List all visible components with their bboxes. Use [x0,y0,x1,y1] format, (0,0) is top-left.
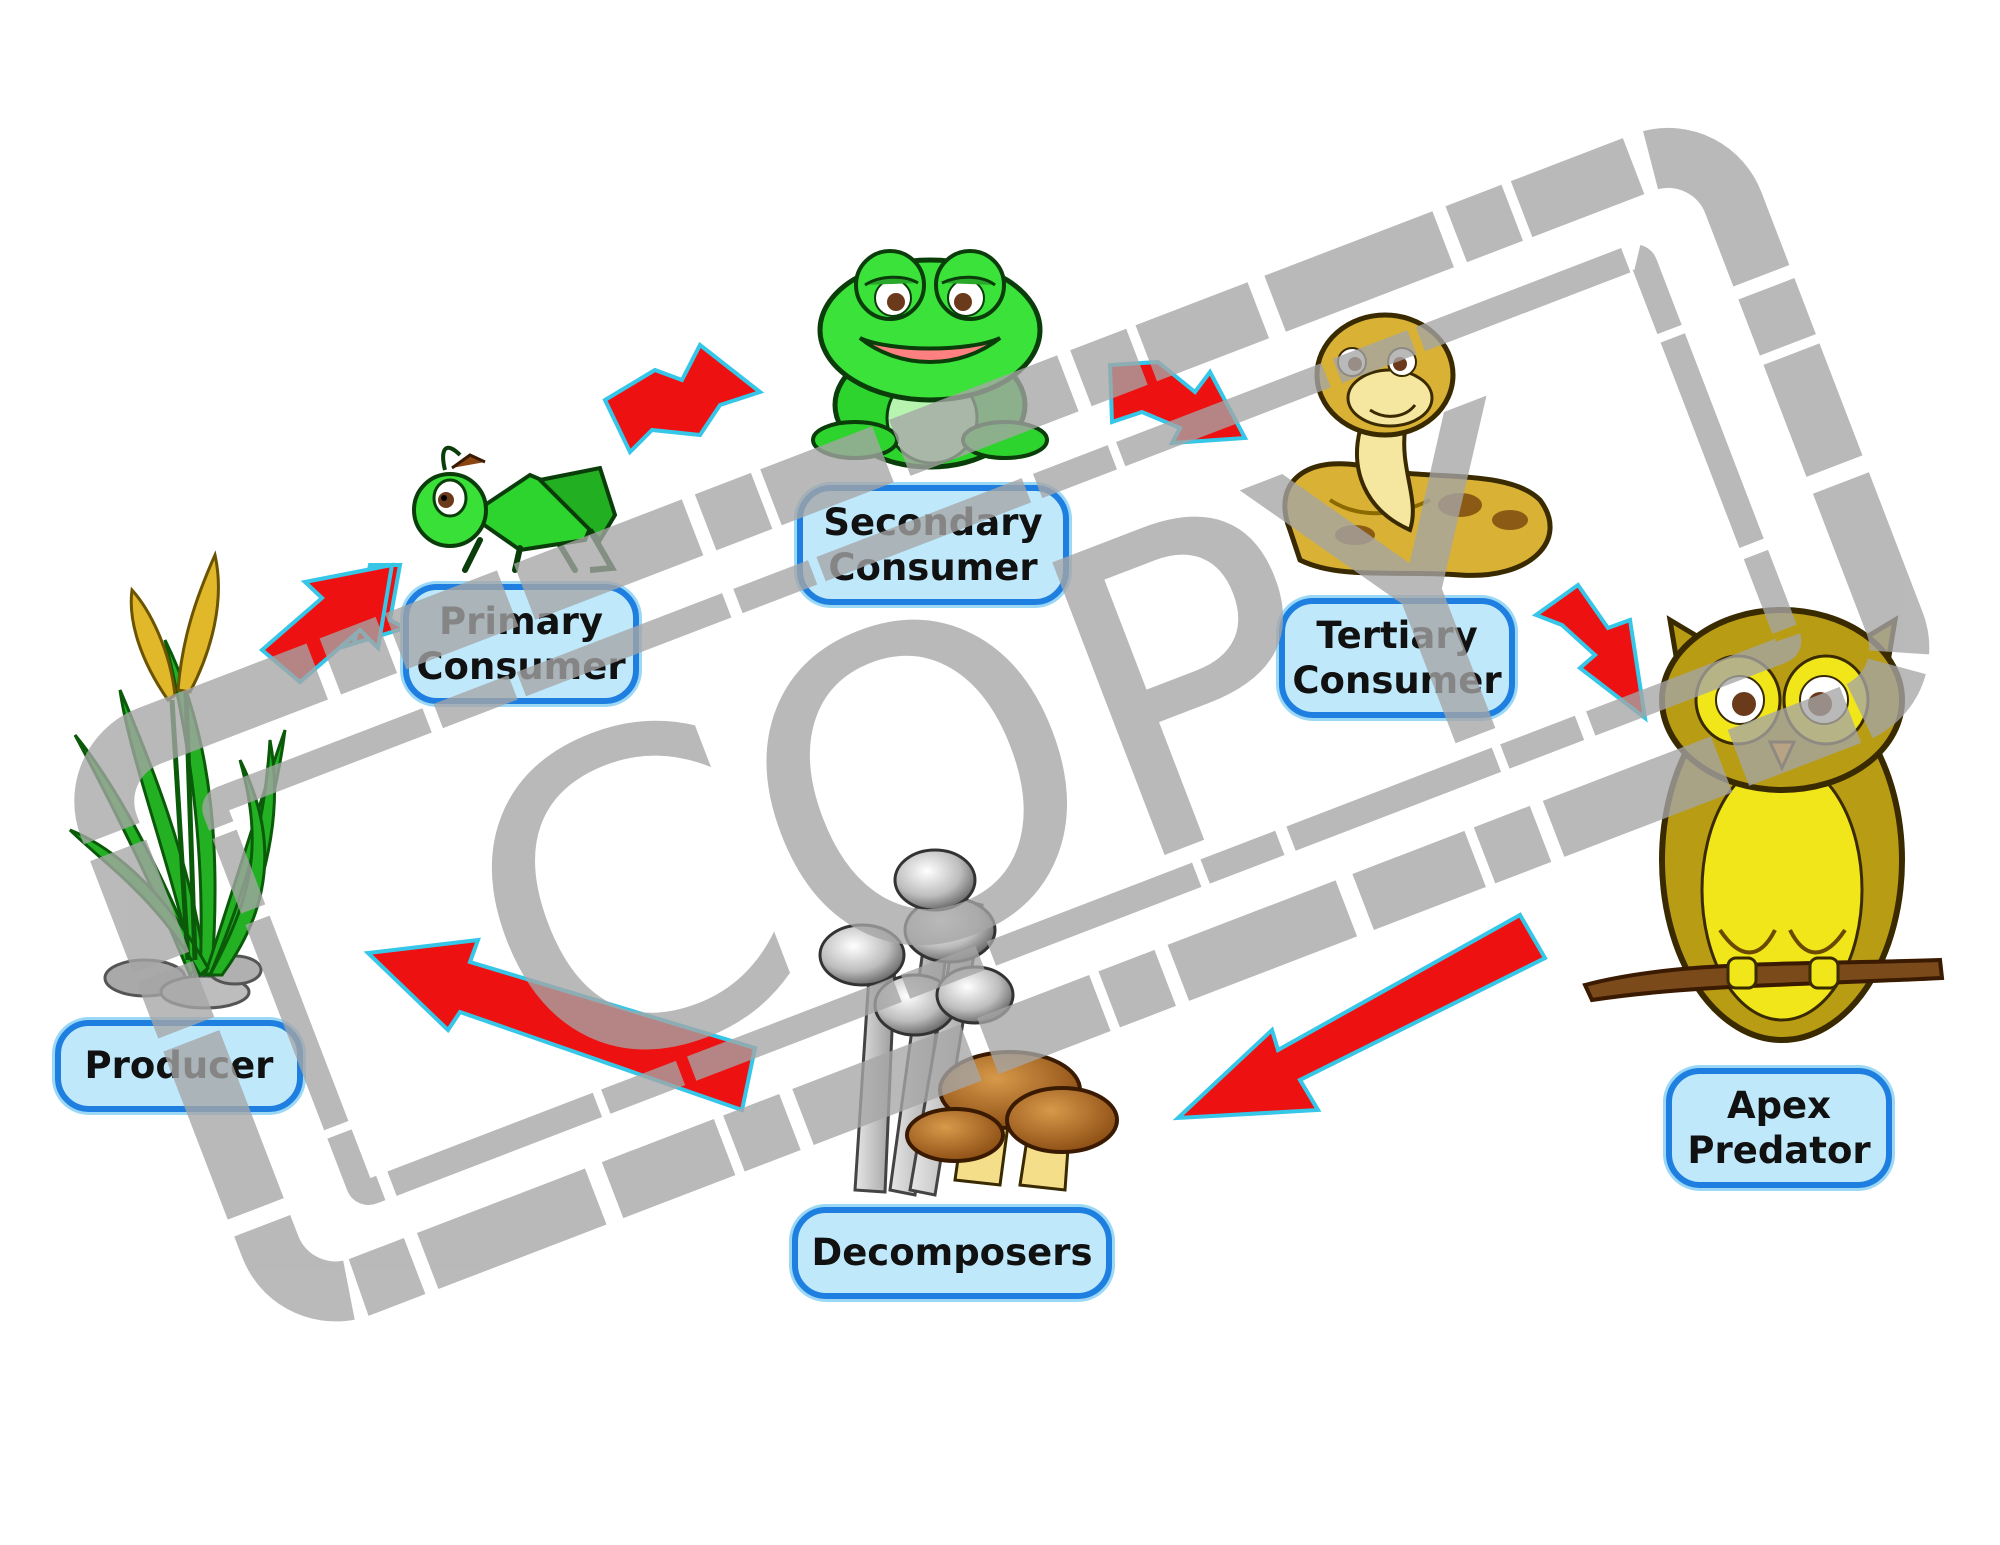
frog-icon [811,249,1049,470]
node-label-tertiary-consumer: Tertiary Consumer [1279,598,1515,718]
arrow-secondary-to-tertiary [1107,359,1249,446]
node-label-primary-consumer: Primary Consumer [403,584,639,704]
snake-icon [1282,312,1553,578]
node-label-producer: Producer [55,1020,303,1112]
grasshopper-icon [412,445,618,573]
mushrooms-icon [818,848,1119,1197]
node-label-decomposers: Decomposers [792,1207,1112,1299]
arrow-tertiary-to-apex [1531,582,1648,723]
node-label-apex-predator: Apex Predator [1666,1068,1892,1188]
grass-plant-icon [68,550,287,1010]
arrow-apex-to-decomposers [1172,912,1548,1121]
arrow-producer-to-primary [258,562,411,685]
arrow-decomposers-to-producer [363,937,758,1113]
arrow-primary-to-secondary [602,341,765,456]
node-label-secondary-consumer: Secondary Consumer [797,485,1069,605]
